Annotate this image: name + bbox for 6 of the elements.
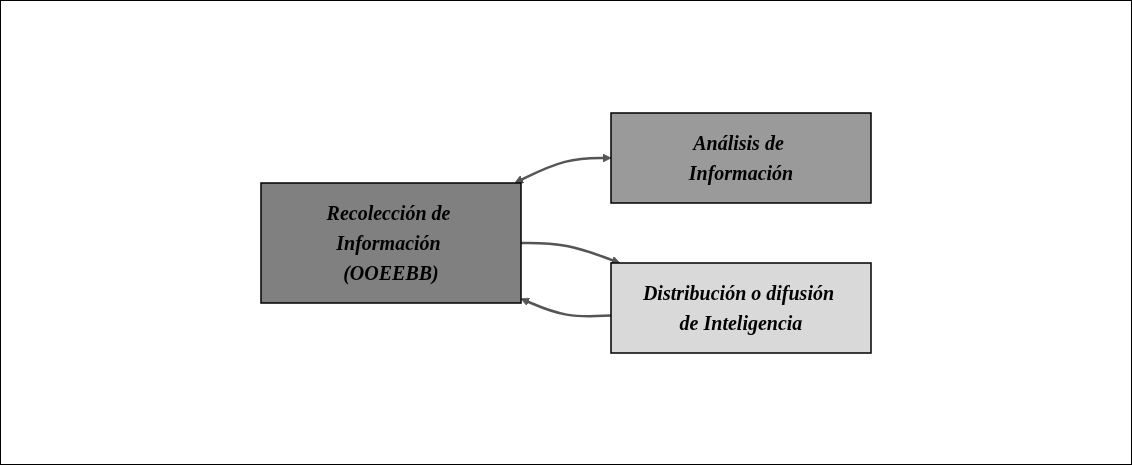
arrow (514, 153, 612, 183)
arrow (521, 241, 621, 264)
arrow (520, 297, 612, 318)
node-box: Recolección de Información (OOEEBB) (260, 181, 522, 304)
node-box: Análisis de Información (610, 111, 872, 204)
node-box: Distribución o difusión de Inteligencia (610, 261, 872, 354)
